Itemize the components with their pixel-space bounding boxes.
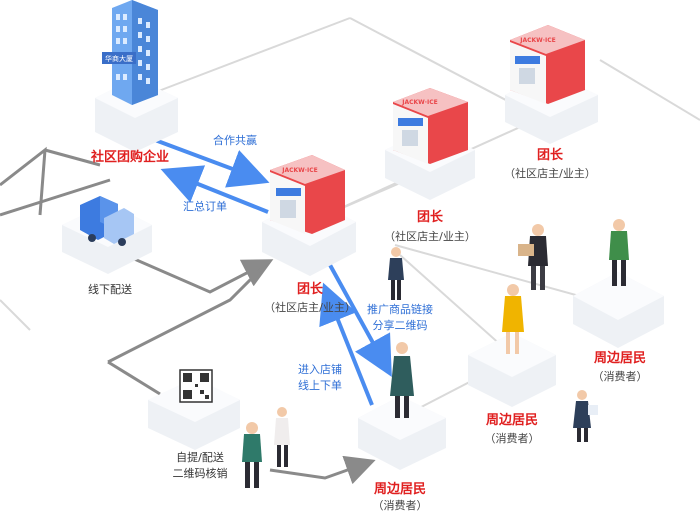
flow-arrows (154, 138, 392, 406)
label-pickup-line1: 自提/配送 (176, 451, 224, 464)
office-building-icon: 华商大厦 (102, 0, 158, 105)
truck-icon (80, 196, 134, 246)
flow-label-cooperate: 合作共赢 (213, 134, 257, 147)
flow-label-summary: 汇总订单 (183, 200, 227, 213)
flow-label-push-line2: 分享二维码 (372, 319, 428, 332)
building-sign: 华商大厦 (105, 54, 133, 63)
storefront-main-icon: JACKW·ICE (270, 155, 345, 234)
platforms (62, 73, 664, 470)
qr-code-icon (179, 369, 213, 403)
label-leader-main-sub: （社区店主/业主） (264, 301, 356, 314)
label-enterprise: 社区团购企业 (90, 150, 169, 165)
label-offline-delivery: 线下配送 (88, 283, 132, 296)
flow-label-enter-line1: 进入店铺 (298, 363, 342, 376)
person-woman-phone-icon (388, 247, 404, 300)
label-resident-mid-sub: （消费者） (484, 432, 540, 445)
label-resident-mid-title: 周边居民 (485, 413, 538, 428)
label-leader-top-sub: （社区店主/业主） (504, 167, 596, 180)
delivery-lines (0, 146, 376, 485)
person-green-backpack-icon (609, 219, 629, 286)
label-resident-right-title: 周边居民 (593, 351, 646, 366)
label-resident-bottom-title: 周边居民 (373, 482, 426, 497)
platform-resident-bottom (358, 396, 446, 470)
person-yellow-dress-icon (502, 284, 524, 354)
platform-resident-right (573, 272, 664, 348)
person-man-coat-icon (390, 342, 414, 418)
flow-label-enter-line2: 线上下单 (298, 379, 342, 392)
label-leader-top-title: 团长 (536, 148, 563, 163)
storefront-top-icon: JACKW·ICE (510, 25, 585, 104)
label-leader-mid-title: 团长 (416, 210, 443, 225)
store-sign-mid: JACKW·ICE (401, 99, 438, 106)
people-handover-icon (242, 407, 290, 488)
storefront-mid-icon: JACKW·ICE (393, 88, 468, 164)
label-leader-main-title: 团长 (296, 282, 323, 297)
person-woman-bag-icon (573, 390, 598, 442)
store-sign-top: JACKW·ICE (519, 37, 556, 44)
platform-resident-mid (468, 333, 556, 407)
label-resident-right-sub: （消费者） (592, 370, 648, 383)
label-resident-bottom-sub: （消费者） (372, 499, 428, 512)
label-pickup-line2: 二维码核销 (172, 467, 228, 480)
label-leader-mid-sub: （社区店主/业主） (384, 230, 476, 243)
person-delivery-box-icon (518, 224, 548, 290)
store-sign-main: JACKW·ICE (281, 167, 318, 174)
flow-label-push-line1: 推广商品链接 (367, 303, 433, 316)
